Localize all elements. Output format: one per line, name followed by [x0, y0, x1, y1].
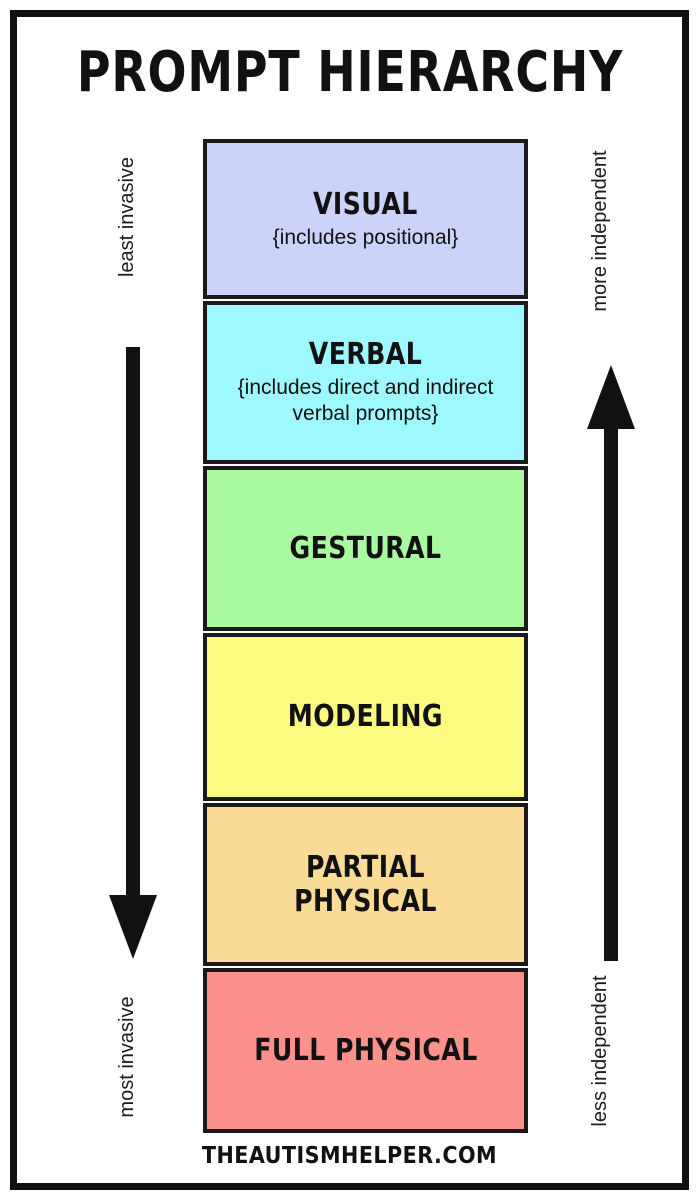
level-label: GESTURAL	[289, 530, 442, 566]
footer-credit: THEAUTISMHELPER.COM	[201, 1143, 498, 1169]
level-label: MODELING	[287, 699, 444, 734]
left-axis-top-label: least invasive	[116, 156, 138, 278]
hierarchy-ladder: VISUAL {includes positional} VERBAL {inc…	[203, 139, 528, 1135]
page-title: PROMPT HIERARCHY	[76, 40, 624, 105]
left-axis-bottom-label: most invasive	[116, 996, 138, 1118]
hierarchy-level-visual[interactable]: VISUAL {includes positional}	[203, 139, 528, 299]
level-label: VISUAL	[313, 186, 418, 222]
hierarchy-level-verbal[interactable]: VERBAL {includes direct and indirect ver…	[203, 301, 528, 464]
down-arrow-icon	[105, 347, 161, 959]
up-arrow-icon	[583, 365, 639, 961]
level-sublabel: {includes direct and indirect verbal pro…	[237, 376, 494, 425]
poster-frame: PROMPT HIERARCHY least invasive most inv…	[10, 10, 689, 1190]
right-axis-bottom-label: less independent	[589, 975, 611, 1127]
hierarchy-level-modeling[interactable]: MODELING	[203, 633, 528, 801]
hierarchy-level-partial-physical[interactable]: PARTIAL PHYSICAL	[203, 803, 528, 966]
level-label: FULL PHYSICAL	[253, 1032, 478, 1068]
hierarchy-level-full-physical[interactable]: FULL PHYSICAL	[203, 968, 528, 1133]
hierarchy-level-gestural[interactable]: GESTURAL	[203, 466, 528, 631]
level-sublabel: {includes positional}	[272, 225, 459, 249]
level-label: VERBAL	[308, 337, 423, 372]
level-label: PARTIAL PHYSICAL	[294, 849, 437, 919]
right-axis-top-label: more independent	[589, 150, 611, 312]
